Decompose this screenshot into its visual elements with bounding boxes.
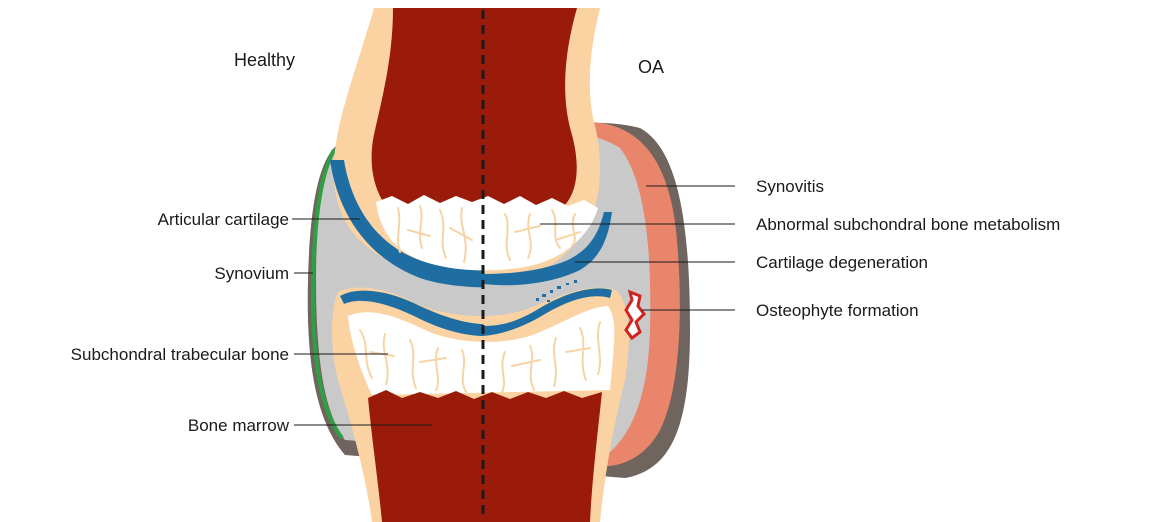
heading-oa: OA: [638, 57, 664, 77]
label-subchondral-trabecular-bone: Subchondral trabecular bone: [71, 345, 289, 364]
label-articular-cartilage: Articular cartilage: [158, 210, 289, 229]
label-abnormal-subchondral-bone: Abnormal subchondral bone metabolism: [756, 215, 1060, 234]
label-osteophyte-formation: Osteophyte formation: [756, 301, 919, 320]
heading-healthy: Healthy: [234, 50, 295, 70]
label-cartilage-degeneration: Cartilage degeneration: [756, 253, 928, 272]
label-synovitis: Synovitis: [756, 177, 824, 196]
label-synovium: Synovium: [214, 264, 289, 283]
upper-bone-marrow: [372, 8, 577, 205]
lower-bone-marrow: [368, 390, 602, 522]
label-bone-marrow: Bone marrow: [188, 416, 290, 435]
